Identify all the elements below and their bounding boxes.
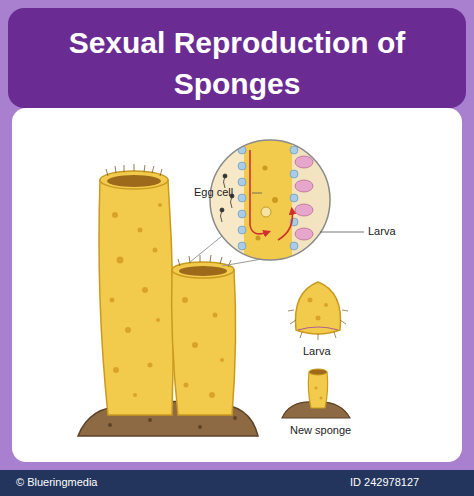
part-label: Larva	[303, 345, 331, 357]
white-panel	[12, 108, 462, 462]
adult-sponge	[172, 255, 236, 415]
watermark: © Blueringmedia	[16, 476, 97, 488]
adult-sponge	[99, 164, 173, 415]
magnified-wall	[200, 130, 342, 270]
footer-bar	[0, 470, 474, 496]
title-band	[8, 8, 466, 108]
part-label: Larva	[368, 225, 396, 237]
new-sponge	[282, 369, 350, 418]
watermark: ID 242978127	[350, 476, 419, 488]
larva-figure	[288, 282, 348, 340]
part-label: New sponge	[290, 424, 351, 436]
page-title: Sexual Reproduction of Sponges	[57, 22, 417, 104]
leader-lines	[252, 193, 364, 232]
part-label: Egg cell	[194, 186, 233, 198]
